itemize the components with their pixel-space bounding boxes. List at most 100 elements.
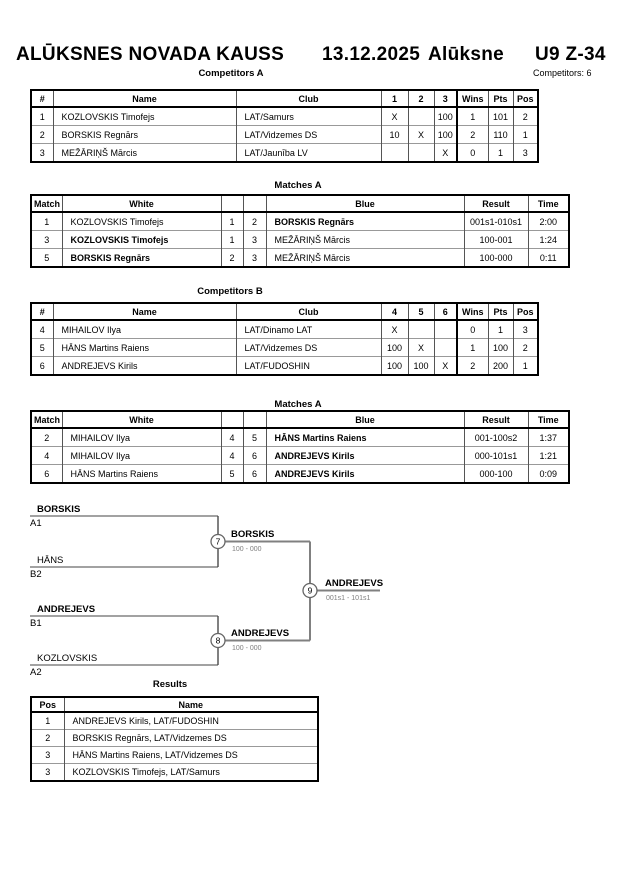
- blue-number: 5: [242, 427, 266, 447]
- wins-cell: 1: [456, 106, 488, 126]
- score-cell: 100: [433, 106, 457, 126]
- section-label-competitors-a: Competitors A: [198, 68, 264, 79]
- header-time: Time: [527, 195, 569, 213]
- result-pos: 1: [30, 711, 64, 730]
- header-result: Result: [463, 411, 528, 429]
- wins-cell: 0: [456, 319, 488, 339]
- competitors-b-table: # Name Club 4 5 6 Wins Pts Pos 4 MIHAILO…: [30, 302, 539, 376]
- result-cell: 000-101s1: [463, 446, 528, 465]
- result-name: BORSKIS Regnārs, LAT/Vidzemes DS: [63, 729, 318, 747]
- blue-number: 2: [242, 211, 266, 231]
- score-cell: [433, 338, 457, 357]
- result-name: HĀNS Martins Raiens, LAT/Vidzemes DS: [63, 746, 318, 764]
- blue-competitor: BORSKIS Regnārs: [265, 211, 464, 231]
- table-header-row: Match White Blue Result Time: [30, 411, 569, 429]
- blue-competitor: HĀNS Martins Raiens: [265, 427, 464, 447]
- competitor-name: MEŽĀRIŅŠ Mārcis: [52, 143, 236, 162]
- match-number: 6: [30, 464, 62, 483]
- white-number: 1: [220, 211, 243, 231]
- score-cell: 100: [433, 125, 457, 144]
- match-number: 5: [30, 248, 62, 267]
- pts-cell: 200: [487, 356, 513, 375]
- score-cell: 10: [380, 125, 408, 144]
- match-circle: [302, 582, 318, 599]
- bracket-match-winner: ANDREJEVS: [325, 578, 383, 589]
- table-row: 4 MIHAILOV Ilya LAT/Dinamo LAT X 0 1 3: [30, 319, 538, 339]
- pos-cell: 3: [512, 143, 538, 162]
- score-cell: X: [407, 125, 434, 144]
- header-pos: Pos: [512, 90, 538, 108]
- score-cell: 100: [380, 356, 408, 375]
- header-white: White: [61, 411, 221, 429]
- match-number: 2: [30, 427, 62, 447]
- time-cell: 1:24: [527, 230, 569, 249]
- header-opp-4: 4: [380, 303, 408, 321]
- table-row: 2 BORSKIS Regnārs, LAT/Vidzemes DS: [30, 729, 318, 747]
- blue-number: 6: [242, 464, 266, 483]
- score-cell: X: [433, 143, 457, 162]
- match-circle: [210, 632, 226, 649]
- blue-competitor: ANDREJEVS Kirils: [265, 446, 464, 465]
- time-cell: 1:21: [527, 446, 569, 465]
- white-competitor: KOZLOVSKIS Timofejs: [61, 211, 221, 231]
- pos-cell: 2: [512, 106, 538, 126]
- header-pos: Pos: [30, 697, 64, 713]
- table-row: 2 BORSKIS Regnārs LAT/Vidzemes DS 10 X 1…: [30, 125, 538, 144]
- pos-cell: 1: [512, 125, 538, 144]
- score-cell: 100: [407, 356, 434, 375]
- bracket-match-score: 001s1 - 101s1: [326, 595, 370, 602]
- bracket-match-score: 100 - 000: [232, 546, 262, 553]
- result-name: KOZLOVSKIS Timofejs, LAT/Samurs: [63, 763, 318, 781]
- header-result: Result: [463, 195, 528, 213]
- result-cell: 100-001: [463, 230, 528, 249]
- table-header-row: # Name Club 1 2 3 Wins Pts Pos: [30, 90, 538, 108]
- section-label-results: Results: [152, 679, 188, 690]
- result-pos: 3: [30, 746, 64, 764]
- title-category: U9 Z-34: [535, 44, 606, 65]
- header-blue: Blue: [265, 195, 464, 213]
- result-cell: 000-100: [463, 464, 528, 483]
- header-blue-num: [242, 195, 266, 213]
- score-cell: [380, 143, 408, 162]
- bracket-diagram: BORSKIS A1 HĀNS B2 ANDREJEVS B1 KOZLOVSK…: [30, 504, 383, 678]
- white-competitor: HĀNS Martins Raiens: [61, 464, 221, 483]
- header-white-num: [220, 411, 243, 429]
- score-cell: 100: [380, 338, 408, 357]
- bracket-seed-code: B2: [30, 569, 42, 580]
- bracket-match-winner: BORSKIS: [231, 529, 274, 540]
- white-number: 1: [220, 230, 243, 249]
- competitor-club: LAT/FUDOSHIN: [235, 356, 381, 375]
- competitors-a-table: # Name Club 1 2 3 Wins Pts Pos 1 KOZLOVS…: [30, 89, 539, 163]
- table-row: 2 MIHAILOV Ilya 4 5 HĀNS Martins Raiens …: [30, 427, 569, 447]
- match-number: 3: [30, 230, 62, 249]
- white-competitor: MIHAILOV Ilya: [61, 427, 221, 447]
- table-row: 3 KOZLOVSKIS Timofejs 1 3 MEŽĀRIŅŠ Mārci…: [30, 230, 569, 249]
- table-row: 3 MEŽĀRIŅŠ Mārcis LAT/Jaunība LV X 0 1 3: [30, 143, 538, 162]
- header-match: Match: [30, 195, 62, 213]
- competitor-name: MIHAILOV Ilya: [52, 319, 236, 339]
- competitor-club: LAT/Vidzemes DS: [235, 338, 381, 357]
- header-opp-5: 5: [407, 303, 434, 321]
- competitor-number: 5: [30, 338, 53, 357]
- match-number: 1: [30, 211, 62, 231]
- blue-number: 3: [242, 248, 266, 267]
- header-club: Club: [235, 90, 381, 108]
- score-cell: X: [380, 106, 408, 126]
- blue-number: 3: [242, 230, 266, 249]
- table-row: 5 BORSKIS Regnārs 2 3 MEŽĀRIŅŠ Mārcis 10…: [30, 248, 569, 267]
- result-pos: 2: [30, 729, 64, 747]
- score-cell: [407, 143, 434, 162]
- bracket-seed-code: B1: [30, 618, 42, 629]
- match-circle: [210, 533, 226, 550]
- white-number: 5: [220, 464, 243, 483]
- time-cell: 0:09: [527, 464, 569, 483]
- score-cell: X: [407, 338, 434, 357]
- header-name: Name: [52, 90, 236, 108]
- competitor-name: BORSKIS Regnārs: [52, 125, 236, 144]
- matches-b-table: Match White Blue Result Time 2 MIHAILOV …: [30, 410, 570, 484]
- bracket-match-score: 100 - 000: [232, 645, 262, 652]
- pos-cell: 1: [512, 356, 538, 375]
- white-competitor: KOZLOVSKIS Timofejs: [61, 230, 221, 249]
- header-pts: Pts: [487, 303, 513, 321]
